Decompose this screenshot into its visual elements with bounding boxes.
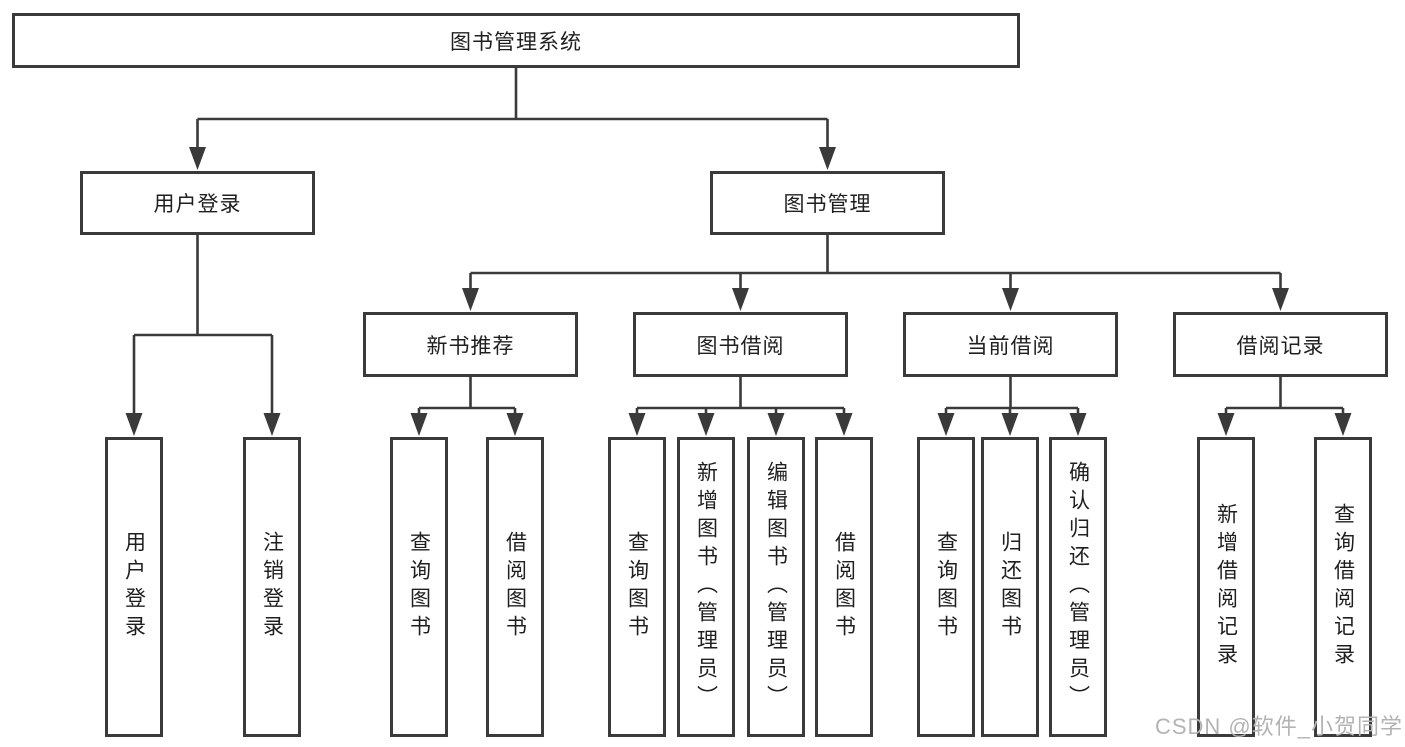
node-add-book-admin: 新增图书（管理员） (677, 437, 735, 737)
node-query-books-current: 查询图书 (917, 437, 975, 737)
node-current-borrow: 当前借阅 (903, 312, 1118, 377)
node-query-books-recommend: 查询图书 (390, 437, 448, 737)
node-library-system: 图书管理系统 (12, 13, 1020, 68)
csdn-watermark: CSDN @软件_小贺同学 (1154, 714, 1403, 739)
node-query-books-borrow: 查询图书 (608, 437, 666, 737)
node-query-borrow-record: 查询借阅记录 (1314, 437, 1372, 737)
node-logout: 注销登录 (243, 437, 301, 737)
node-borrow-books-recommend: 借阅图书 (486, 437, 544, 737)
node-edit-book-admin: 编辑图书（管理员） (747, 437, 805, 737)
node-borrow-books: 借阅图书 (815, 437, 873, 737)
node-book-management: 图书管理 (710, 171, 945, 235)
node-return-book: 归还图书 (981, 437, 1039, 737)
node-new-book-recommend: 新书推荐 (363, 312, 578, 377)
node-user-login: 用户登录 (80, 171, 315, 235)
node-add-borrow-record: 新增借阅记录 (1197, 437, 1255, 737)
node-user-login-leaf: 用户登录 (105, 437, 163, 737)
node-borrow-records: 借阅记录 (1173, 312, 1388, 377)
node-book-borrow: 图书借阅 (633, 312, 848, 377)
node-confirm-return-admin: 确认归还（管理员） (1049, 437, 1107, 737)
